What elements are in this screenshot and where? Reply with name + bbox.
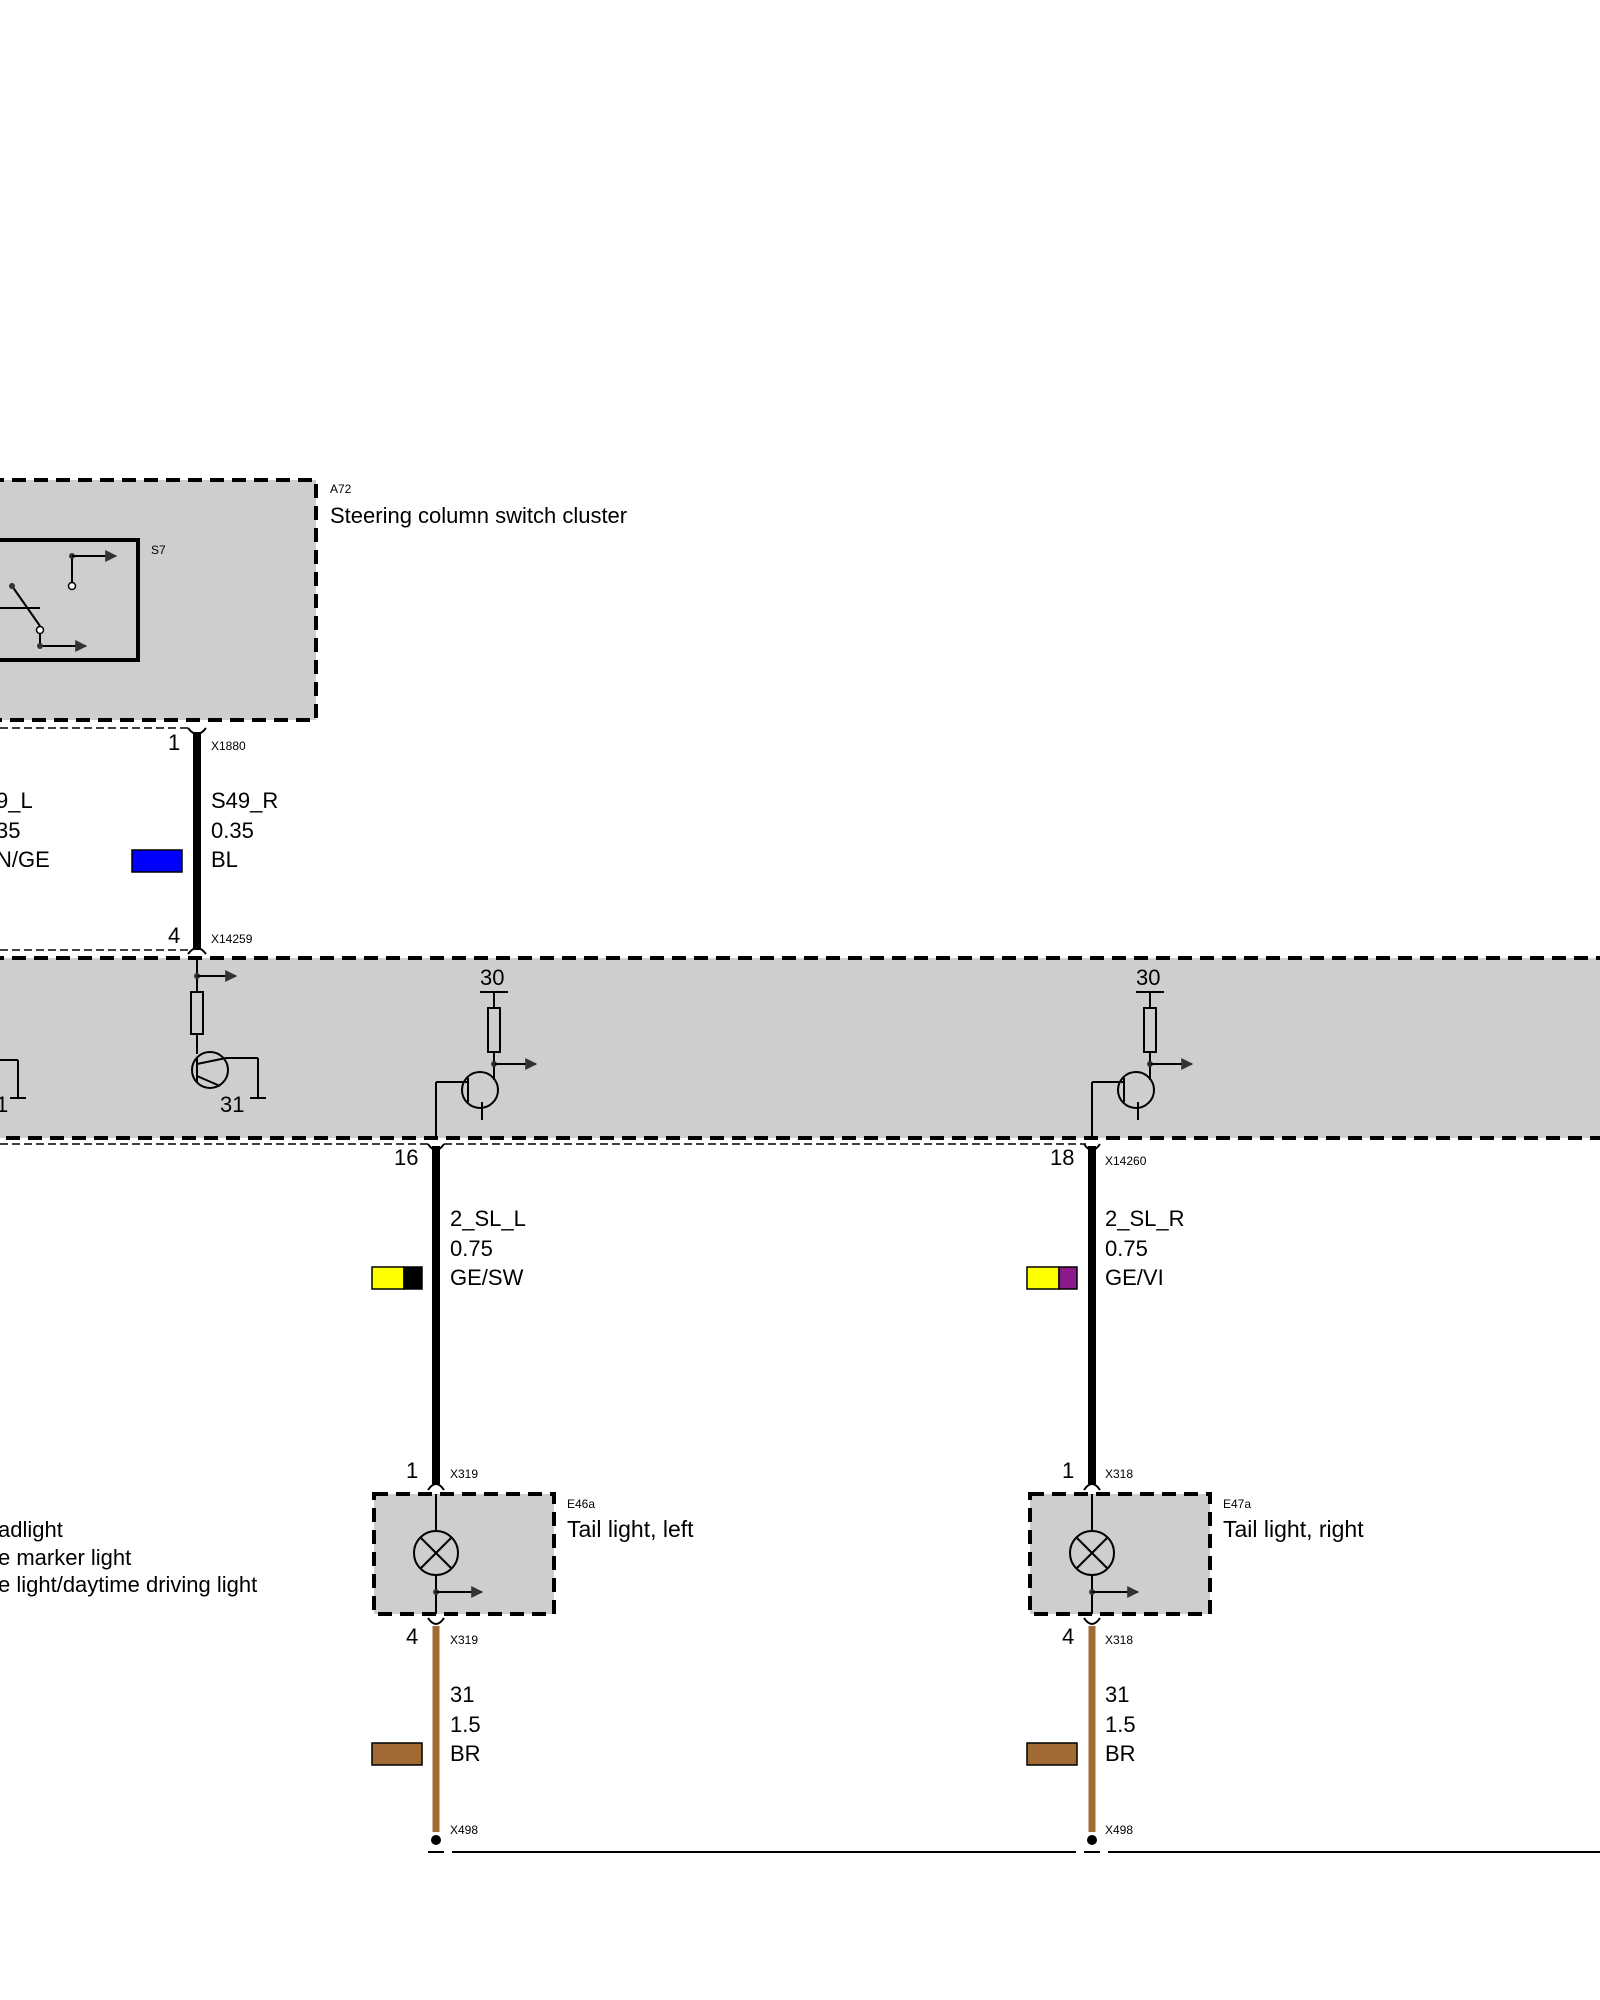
gnd-l-name: 31 [450, 1682, 474, 1707]
sl-l-name: 2_SL_L [450, 1206, 526, 1231]
supply-right: 30 [1136, 965, 1160, 990]
output-stage-right: 30 [1091, 965, 1194, 1140]
x318-bot-label: X318 [1105, 1633, 1133, 1647]
e46a-id: E46a [567, 1497, 595, 1511]
x319-top-label: X319 [450, 1467, 478, 1481]
sl-l-color: GE/SW [450, 1265, 524, 1290]
input-stage: 31 [190, 960, 266, 1117]
s49-l-size: 35 [0, 818, 20, 843]
x318-bot-pin: 4 [1062, 1624, 1074, 1649]
gnd-r-name: 31 [1105, 1682, 1129, 1707]
wire-s49-r: 1 X1880 4 X14259 S49_R 0.35 BL [131, 727, 278, 955]
gnd-r-swatch [1026, 1742, 1078, 1766]
e46a-title: Tail light, left [567, 1516, 694, 1542]
gnd-l-swatch [371, 1742, 423, 1766]
a72-title: Steering column switch cluster [330, 503, 627, 528]
legend-line-3: e light/daytime driving light [0, 1572, 257, 1597]
sl-r-color: GE/VI [1105, 1265, 1164, 1290]
sl-r-swatch-1 [1026, 1266, 1060, 1290]
legend-line-1: adlight [0, 1517, 63, 1542]
e47a-id: E47a [1223, 1497, 1251, 1511]
legend-line-2: e marker light [0, 1545, 131, 1570]
s7-switch: S7 [0, 538, 166, 662]
x318-top-pin: 1 [1062, 1458, 1074, 1483]
x318-top-label: X318 [1105, 1467, 1133, 1481]
sl-r-size: 0.75 [1105, 1236, 1148, 1261]
s49-r-color: BL [211, 847, 238, 872]
steering-column-switch-cluster: A72 Steering column switch cluster S7 [0, 478, 627, 722]
s49-l-name: 9_L [0, 788, 33, 813]
ground-label-a: 31 [220, 1092, 244, 1117]
ground-wire-right: 4 X318 31 1.5 BR X498 [1026, 1617, 1136, 1853]
sl-l-size: 0.75 [450, 1236, 493, 1261]
tail-light-right: E47a Tail light, right [1028, 1492, 1364, 1616]
sl-l-swatch-2 [403, 1266, 423, 1290]
x319-bot-pin: 4 [406, 1624, 418, 1649]
ground-wire-left: 4 X319 31 1.5 BR X498 [371, 1617, 481, 1853]
s49-r-name: S49_R [211, 788, 278, 813]
sl-r-name: 2_SL_R [1105, 1206, 1185, 1231]
x1880-pin: 1 [168, 730, 180, 755]
output-stage-left: 30 [435, 965, 538, 1140]
gnd-r-size: 1.5 [1105, 1712, 1136, 1737]
x319-bot-label: X319 [450, 1633, 478, 1647]
x14259-pin: 4 [168, 923, 180, 948]
pin18-label: 18 [1050, 1145, 1074, 1170]
wire-2-sl-l: 16 2_SL_L 0.75 GE/SW 1 X319 [371, 1143, 526, 1491]
x319-top-pin: 1 [406, 1458, 418, 1483]
gnd-l-size: 1.5 [450, 1712, 481, 1737]
x498-right-label: X498 [1105, 1823, 1133, 1837]
pin16-label: 16 [394, 1145, 418, 1170]
x1880-label: X1880 [211, 739, 246, 753]
wire-2-sl-r: 18 X14260 2_SL_R 0.75 GE/VI 1 X318 [1026, 1143, 1185, 1491]
x14260-label: X14260 [1105, 1154, 1147, 1168]
sl-l-swatch-1 [371, 1266, 405, 1290]
x14259-label: X14259 [211, 932, 253, 946]
tail-light-left: E46a Tail light, left [372, 1492, 694, 1616]
legend: adlight e marker light e light/daytime d… [0, 1517, 257, 1597]
sl-r-swatch-2 [1058, 1266, 1078, 1290]
s49-l-color: N/GE [0, 847, 50, 872]
ground-label-b: 1 [0, 1092, 8, 1117]
control-module: 1 31 30 [0, 956, 1600, 1140]
gnd-l-color: BR [450, 1741, 481, 1766]
e47a-title: Tail light, right [1223, 1516, 1364, 1542]
s49-r-color-swatch [131, 849, 183, 873]
a72-id: A72 [330, 482, 352, 496]
wire-s49-l-partial: 9_L 35 N/GE [0, 788, 50, 872]
gnd-r-color: BR [1105, 1741, 1136, 1766]
s49-r-size: 0.35 [211, 818, 254, 843]
supply-left: 30 [480, 965, 504, 990]
x498-left-label: X498 [450, 1823, 478, 1837]
s7-id: S7 [151, 543, 166, 557]
